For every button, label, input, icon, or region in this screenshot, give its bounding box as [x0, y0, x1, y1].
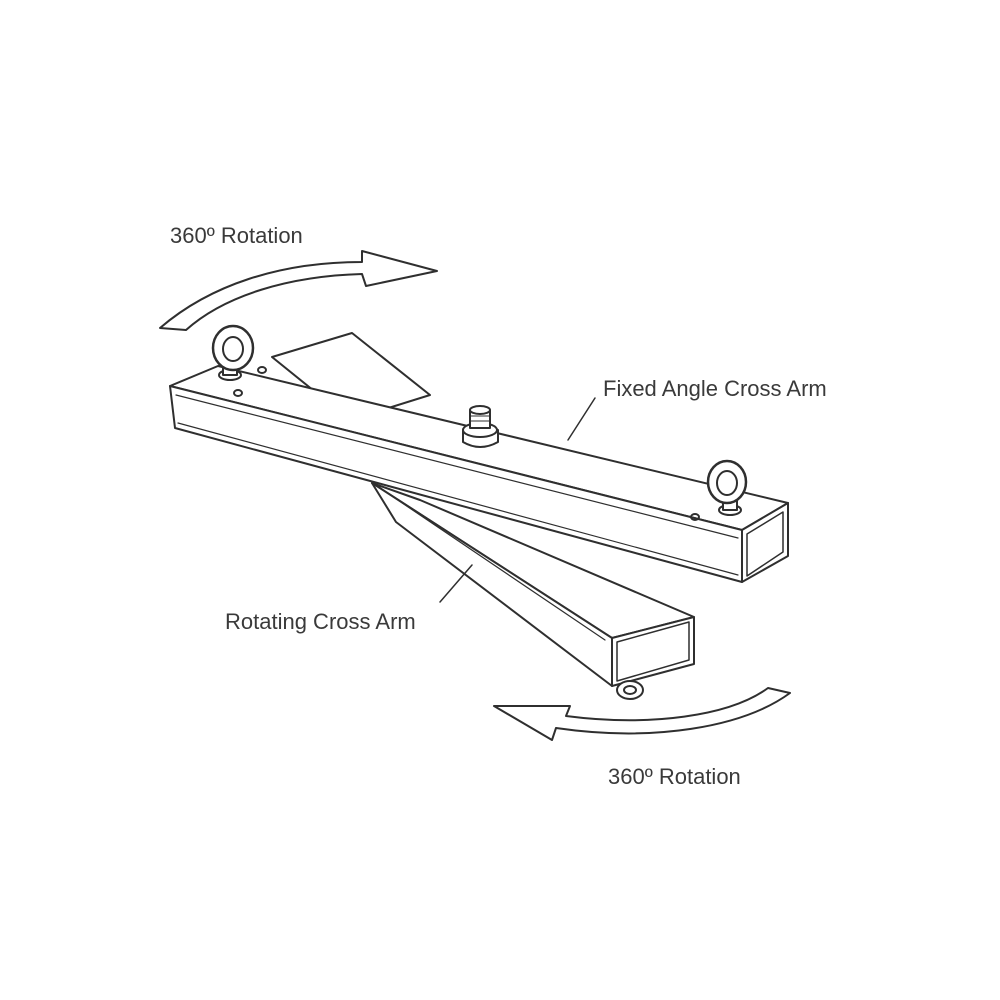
fixed-arm-label: Fixed Angle Cross Arm	[603, 376, 827, 401]
leader-fixed-arm	[567, 397, 596, 441]
rotation-label-bottom: 360º Rotation	[608, 764, 741, 789]
eyebolt-right	[706, 459, 748, 516]
leader-rotating-arm	[439, 564, 473, 603]
center-stud	[462, 405, 499, 448]
rotating-cross-arm	[271, 332, 695, 700]
eyebolt-left	[211, 324, 255, 381]
fixed-angle-cross-arm	[169, 365, 789, 583]
rotation-arrow-bottom	[493, 687, 791, 741]
rotating-arm-label: Rotating Cross Arm	[225, 609, 416, 634]
rotation-arrow-top	[159, 250, 438, 331]
rotation-label-top: 360º Rotation	[170, 223, 303, 248]
